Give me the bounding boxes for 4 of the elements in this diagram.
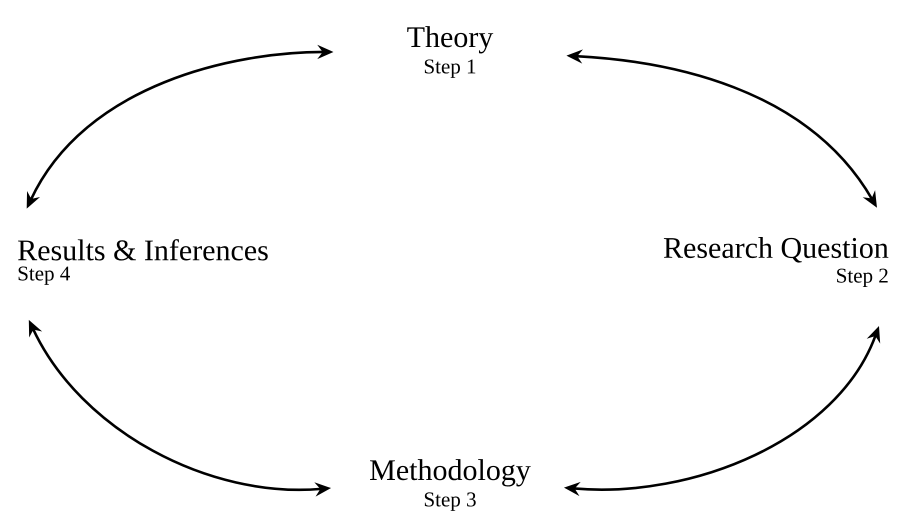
step-label: Results & Inferences Step 4 [18,239,268,285]
step-label: Theory Step 1 [407,26,494,78]
step-label: Research Question Step 2 [664,236,888,288]
step-label: Methodology Step 3 [370,459,531,511]
